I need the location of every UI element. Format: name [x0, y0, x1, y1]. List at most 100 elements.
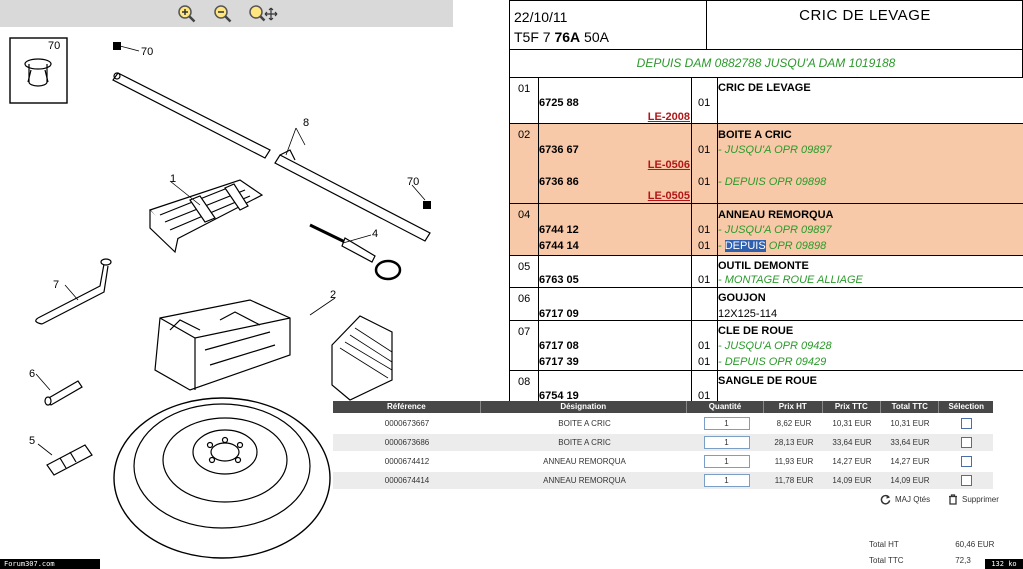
callout-70-inset: 70 — [48, 40, 60, 52]
basket-row: 0000673686 BOITE A CRIC 1 28,13 EUR 33,6… — [333, 434, 993, 451]
trash-icon — [949, 494, 957, 505]
part-note: - DEPUIS OPR 09429 — [718, 356, 827, 368]
part-quantity: 01 — [698, 97, 711, 109]
parts-list: 01 CRIC DE LEVAGE 6725 88 01 LE-2008 02 … — [509, 78, 1023, 402]
col-price-ht: Prix HT — [764, 401, 823, 413]
row-designation: BOITE A CRIC — [558, 419, 611, 428]
total-ht-label: Total HT — [869, 540, 899, 549]
zoom-in-icon[interactable] — [176, 4, 198, 24]
part-reference[interactable]: 6763 05 — [539, 274, 579, 286]
group-number: 07 — [518, 326, 531, 338]
group-number: 08 — [518, 376, 531, 388]
zoom-pan-icon[interactable] — [248, 4, 278, 24]
quantity-input[interactable]: 1 — [703, 417, 750, 431]
vehicle-code-bold: 76A — [554, 29, 581, 45]
vehicle-code-suffix: 50A — [580, 29, 609, 45]
total-ht: Total HT 60,46 EUR — [869, 540, 994, 549]
delete-label: Supprimer — [962, 495, 999, 504]
row-total-ttc: 33,64 EUR — [890, 438, 930, 447]
header-meta: 22/10/11 T5F 7 76A 50A — [510, 1, 707, 49]
part-quantity: 01 — [698, 274, 711, 286]
le-link[interactable]: LE-2008 — [647, 111, 690, 123]
callout-1: 1 — [170, 173, 176, 185]
row-price-ht: 11,93 EUR — [774, 457, 814, 466]
catalog-date: 22/10/11 — [514, 9, 568, 25]
row-price-ttc: 33,64 EUR — [832, 438, 872, 447]
part-reference[interactable]: 6736 86 — [539, 176, 579, 188]
part-spec: 12X125-114 — [718, 308, 778, 320]
part-group: 06 GOUJON 6717 09 12X125-114 — [509, 288, 1023, 321]
selection-checkbox[interactable] — [960, 475, 972, 487]
part-quantity: 01 — [698, 340, 711, 352]
callout-7: 7 — [53, 279, 59, 291]
total-ttc-label: Total TTC — [869, 556, 904, 565]
selection-checkbox[interactable] — [960, 456, 972, 468]
quantity-input[interactable]: 1 — [703, 474, 750, 488]
group-number: 05 — [518, 261, 531, 273]
group-description: CLE DE ROUE — [718, 325, 794, 337]
selected-text: DEPUIS — [724, 240, 766, 252]
vehicle-code: T5F 7 76A 50A — [514, 29, 609, 45]
part-reference[interactable]: 6717 08 — [539, 340, 579, 352]
le-link[interactable]: LE-0505 — [647, 190, 690, 202]
quantity-input[interactable]: 1 — [703, 436, 750, 450]
delete-button[interactable]: Supprimer — [948, 494, 999, 505]
part-reference[interactable]: 6717 09 — [539, 308, 579, 320]
callout-6: 6 — [29, 368, 35, 380]
basket-row: 0000674414 ANNEAU REMORQUA 1 11,78 EUR 1… — [333, 472, 993, 489]
row-price-ttc: 14,27 EUR — [832, 457, 872, 466]
group-description: OUTIL DEMONTE — [718, 260, 809, 272]
update-quantities-button[interactable]: MAJ Qtés — [880, 494, 930, 505]
callout-8: 8 — [303, 117, 309, 129]
row-total-ttc: 14,27 EUR — [890, 457, 930, 466]
row-reference: 0000673686 — [384, 438, 430, 447]
zoom-out-icon[interactable] — [212, 4, 234, 24]
row-designation: BOITE A CRIC — [558, 438, 611, 447]
part-group: 01 CRIC DE LEVAGE 6725 88 01 LE-2008 — [509, 78, 1023, 124]
part-group: 02 BOITE A CRIC 6736 67 01 - JUSQU'A OPR… — [509, 124, 1023, 204]
total-ttc: Total TTC 72,3 — [869, 556, 971, 565]
part-note: - DEPUIS OPR 09898 — [718, 240, 826, 252]
total-ttc-value: 72,3 — [955, 556, 971, 565]
quantity-input[interactable]: 1 — [703, 455, 750, 469]
part-note: - MONTAGE ROUE ALLIAGE — [718, 274, 863, 286]
drawing-toolbar — [0, 0, 453, 27]
row-price-ttc: 14,09 EUR — [832, 476, 872, 485]
part-group: 04 ANNEAU REMORQUA 6744 12 01 - JUSQU'A … — [509, 204, 1023, 256]
group-number: 04 — [518, 209, 531, 221]
file-size-badge: 132 ko — [985, 559, 1023, 569]
part-reference[interactable]: 6754 19 — [539, 390, 579, 402]
note-rest: OPR 09898 — [765, 240, 827, 252]
part-quantity: 01 — [698, 224, 711, 236]
group-number: 06 — [518, 293, 531, 305]
le-link[interactable]: LE-0506 — [647, 159, 690, 171]
part-quantity: 01 — [698, 240, 711, 252]
selection-checkbox[interactable] — [960, 418, 972, 430]
group-description: CRIC DE LEVAGE — [718, 82, 811, 94]
part-reference[interactable]: 6736 67 — [539, 144, 579, 156]
part-quantity: 01 — [698, 390, 711, 402]
part-note: - JUSQU'A OPR 09897 — [718, 144, 832, 156]
part-group: 08 SANGLE DE ROUE 6754 19 01 — [509, 371, 1023, 402]
group-description: GOUJON — [718, 292, 766, 304]
row-reference: 0000673667 — [384, 419, 430, 428]
part-note: - JUSQU'A OPR 09897 — [718, 224, 832, 236]
part-reference[interactable]: 6744 12 — [539, 224, 579, 236]
row-price-ht: 28,13 EUR — [774, 438, 814, 447]
group-description: ANNEAU REMORQUA — [718, 209, 834, 221]
group-description: BOITE A CRIC — [718, 129, 792, 141]
callout-5: 5 — [29, 435, 35, 447]
col-price-ttc: Prix TTC — [823, 401, 882, 413]
part-reference[interactable]: 6725 88 — [539, 97, 579, 109]
col-reference: Référence — [333, 401, 481, 413]
group-description: SANGLE DE ROUE — [718, 375, 818, 387]
row-total-ttc: 10,31 EUR — [890, 419, 930, 428]
group-number: 02 — [518, 129, 531, 141]
part-reference[interactable]: 6717 39 — [539, 356, 579, 368]
basket-table: Référence Désignation Quantité Prix HT P… — [333, 401, 993, 489]
row-price-ht: 8,62 EUR — [776, 419, 812, 428]
selection-checkbox[interactable] — [960, 437, 972, 449]
forum-watermark: Forum307.com — [0, 559, 100, 569]
part-reference[interactable]: 6744 14 — [539, 240, 579, 252]
row-designation: ANNEAU REMORQUA — [543, 476, 626, 485]
